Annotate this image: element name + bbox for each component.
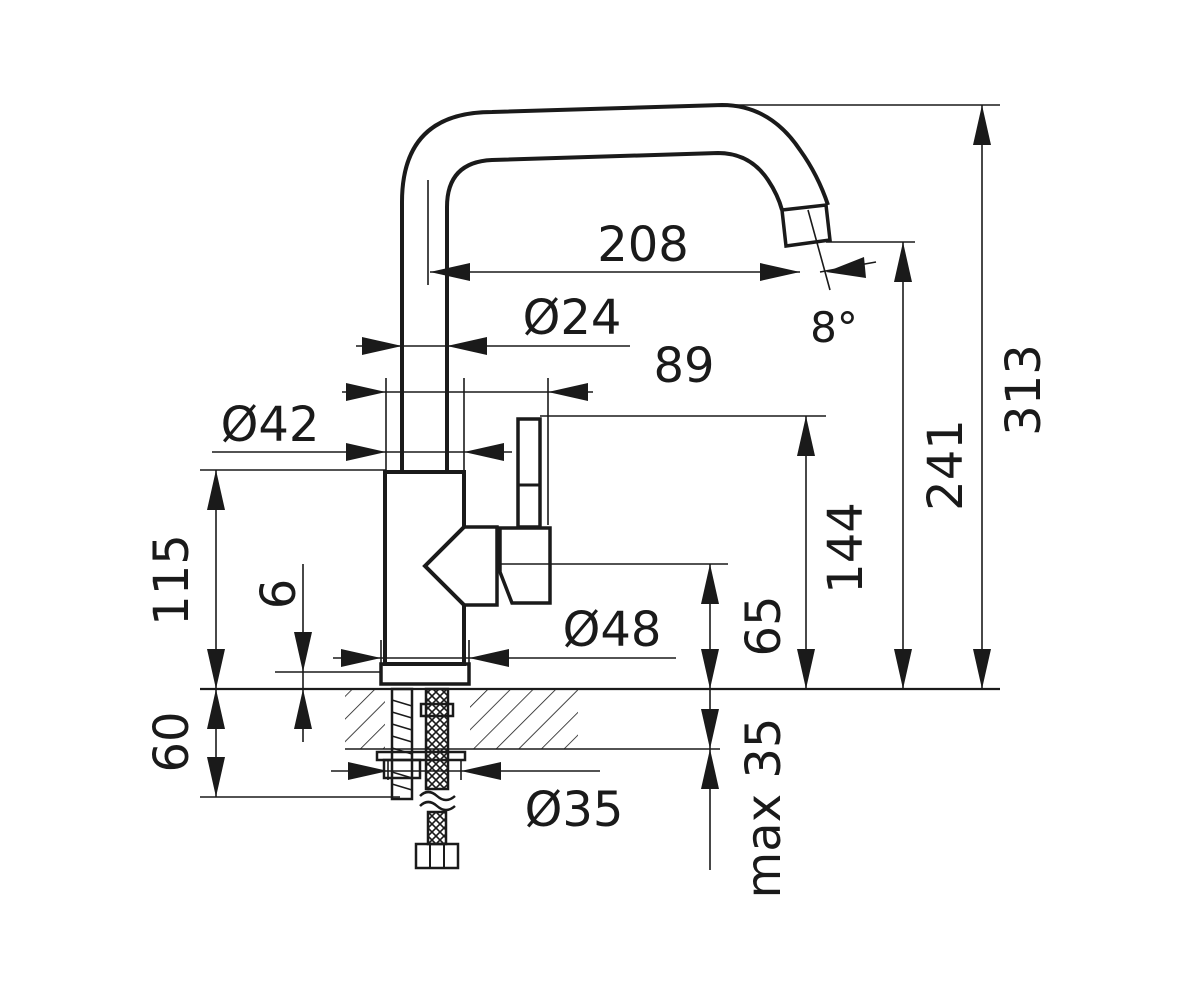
label-shank-length: 60 — [144, 711, 200, 772]
label-base-diameter: Ø48 — [563, 602, 662, 658]
label-spout-angle: 8° — [810, 303, 858, 352]
label-counter-thickness: max 35 — [736, 718, 792, 899]
label-spout-tube-diameter: Ø24 — [523, 290, 622, 346]
spout-outer — [400, 102, 830, 470]
aerator — [780, 203, 832, 248]
supply-hose — [424, 687, 450, 791]
countertop — [200, 687, 1000, 750]
label-outlet-height: 241 — [918, 419, 974, 511]
label-mounting-hole-diameter: Ø35 — [525, 782, 624, 838]
spout-inner — [445, 150, 784, 470]
hose-nut — [414, 842, 460, 870]
label-total-height: 313 — [996, 344, 1052, 436]
label-handle-reach: 89 — [653, 338, 714, 394]
faucet — [379, 102, 832, 686]
hose-fitting-upper — [419, 702, 455, 718]
mounting-nut — [382, 758, 422, 780]
dimension-arrows — [207, 105, 991, 797]
label-spout-reach: 208 — [597, 217, 689, 273]
countertop-section-left — [345, 689, 385, 749]
hose-tail — [426, 810, 448, 846]
base-ring — [379, 662, 471, 686]
hose-nut-facets — [429, 844, 445, 868]
label-upper-body-diameter: Ø42 — [221, 397, 320, 453]
threaded-shank — [390, 687, 414, 801]
body — [383, 470, 466, 666]
handle-lever — [498, 526, 552, 605]
label-handle-pivot-height: 65 — [736, 595, 792, 656]
handle-hub — [464, 525, 499, 607]
countertop-section-right — [470, 689, 578, 749]
break-mark — [419, 790, 456, 812]
mounting-hardware — [375, 687, 467, 870]
label-base-ring-height: 6 — [251, 579, 307, 610]
label-body-height: 115 — [144, 534, 200, 626]
dimension-labels: 208 8° Ø24 89 Ø42 Ø48 Ø35 313 241 144 11… — [144, 217, 1052, 898]
shank-thread — [391, 699, 413, 791]
label-handle-height: 144 — [818, 502, 874, 594]
handle-stem — [516, 417, 542, 529]
